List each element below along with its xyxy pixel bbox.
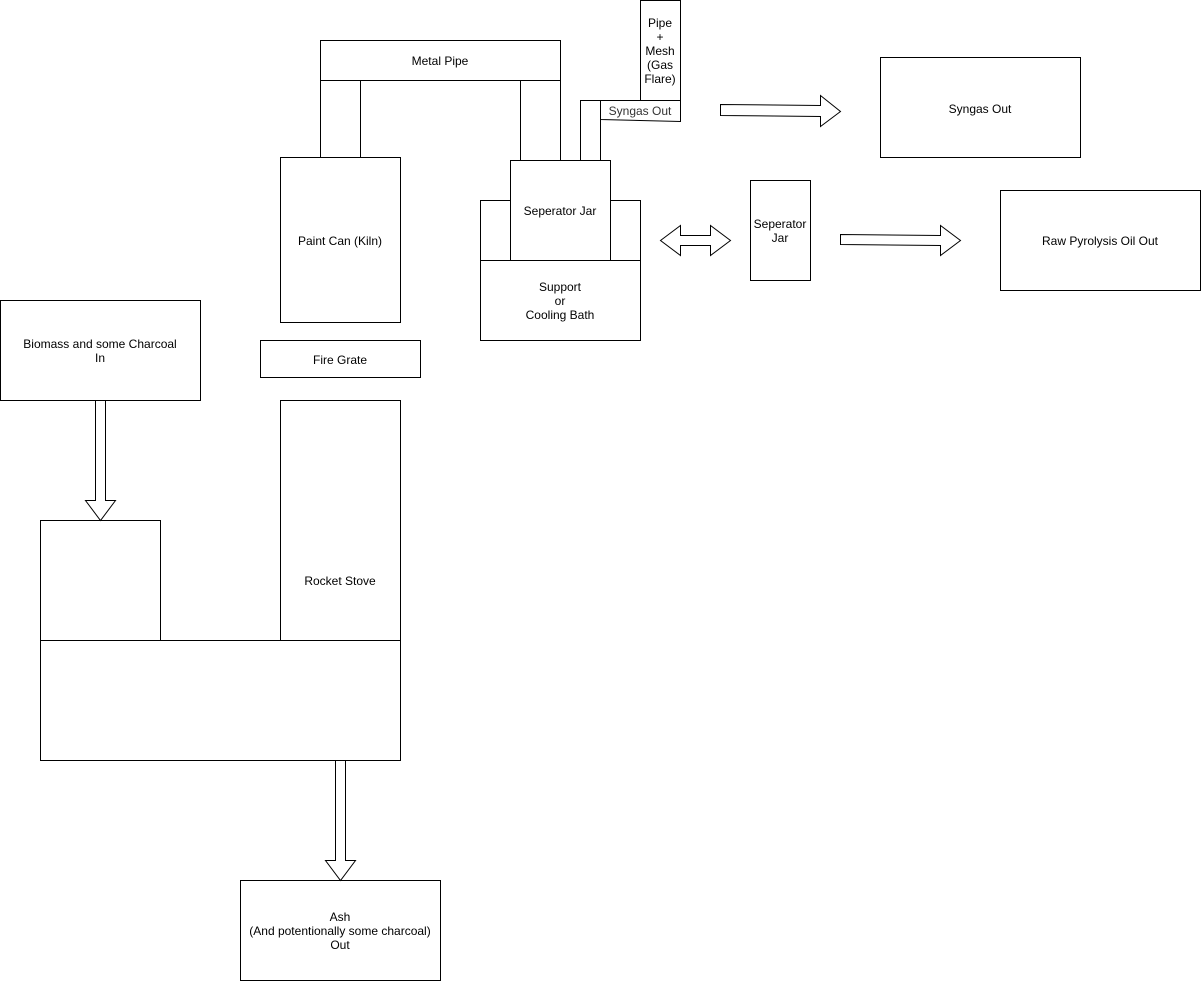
pipe-left-segment [320, 80, 361, 161]
biomass-in-box [0, 300, 201, 401]
pipe-mesh-label-line5: Flare) [644, 72, 675, 86]
feed-chamber-box [40, 520, 161, 641]
metal-pipe-box [320, 40, 561, 81]
support-label-line1: Support [539, 280, 582, 294]
raw-pyrolysis-oil-box [1000, 190, 1201, 291]
separator-jar-side-box [750, 180, 811, 281]
paint-can-kiln-box [280, 157, 401, 323]
separator-jar-main-box [510, 160, 611, 261]
arrow-ash-down [324, 760, 357, 882]
syngas-out-box [880, 57, 1081, 158]
arrow-oil-right [840, 224, 962, 257]
raw-pyrolysis-label: Raw Pyrolysis Oil Out [1042, 234, 1159, 248]
ash-out-label-line3: Out [330, 938, 350, 952]
biomass-in-label-line1: Biomass and some Charcoal [23, 337, 176, 351]
pipe-mesh-label-line1: Pipe [648, 16, 672, 30]
support-label-line3: Cooling Bath [526, 308, 595, 322]
syngas-out-label: Syngas Out [949, 102, 1012, 116]
metal-pipe-label: Metal Pipe [412, 54, 469, 68]
stove-base-box [40, 640, 401, 761]
ash-out-label-line1: Ash [330, 910, 351, 924]
separator-jar-side-label-line2: Jar [772, 231, 789, 245]
ash-out-label-line2: (And potentionally some charcoal) [249, 924, 430, 938]
separator-jar-main-label: Seperator Jar [524, 204, 597, 218]
separator-jar-side-label-line1: Seperator [754, 217, 807, 231]
pipe-mesh-label-line2: + [656, 30, 663, 44]
fire-grate-label: Fire Grate [313, 353, 367, 367]
pipe-mesh-label-line4: (Gas [647, 58, 673, 72]
fire-grate-box [260, 340, 421, 378]
arrow-syngas-right [720, 94, 842, 128]
pipe-mesh-box [640, 0, 681, 101]
ash-out-box [240, 880, 441, 981]
pipe-right-segment [520, 80, 561, 161]
arrow-separator-double [659, 224, 732, 257]
syngas-out-tag-label: Syngas Out [609, 104, 672, 118]
syngas-pipe [580, 100, 601, 161]
rocket-stove-label: Rocket Stove [304, 574, 376, 588]
pipe-mesh-label-line3: Mesh [645, 44, 674, 58]
rocket-stove-box [280, 400, 401, 641]
arrow-biomass-down [84, 400, 117, 522]
biomass-in-label-line2: In [95, 351, 105, 365]
support-cooling-bath-box [480, 260, 641, 341]
paint-can-label: Paint Can (Kiln) [298, 234, 382, 248]
support-label-line2: or [555, 294, 566, 308]
